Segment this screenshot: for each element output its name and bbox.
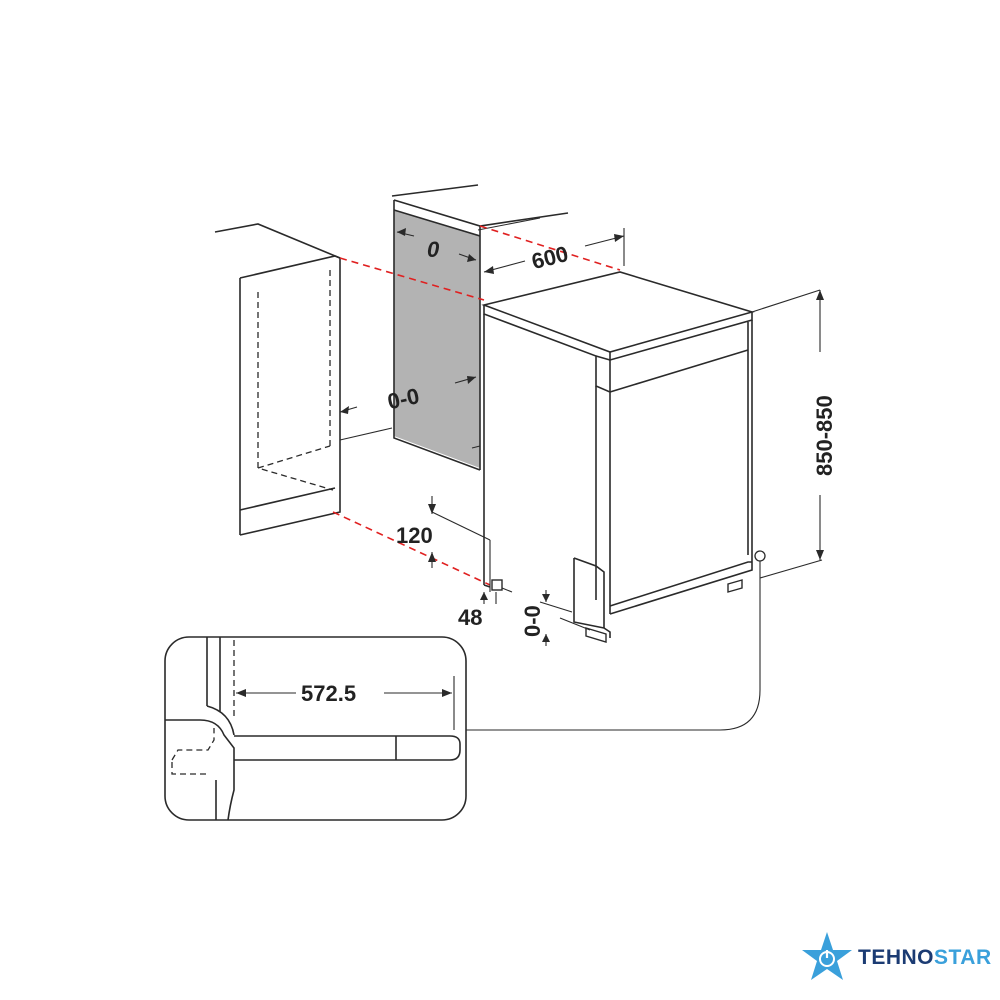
- depth-label: 572.5: [301, 681, 356, 706]
- dishwasher: [481, 271, 821, 643]
- width-dimension: [483, 228, 625, 274]
- foot-gap-dimension: [480, 592, 497, 604]
- plinth-label: 120: [396, 523, 433, 548]
- foot-adjust-dimension: [539, 590, 573, 646]
- star-power-icon: [802, 932, 852, 980]
- logo-text: TEHNOSTAR: [858, 946, 992, 970]
- foot-adjust-label: 0-0: [520, 605, 545, 637]
- detail-leader: [466, 550, 766, 731]
- height-dimension: [759, 290, 824, 579]
- height-label: 850-850: [812, 395, 837, 476]
- foot-gap-label: 48: [458, 605, 482, 630]
- side-gap-panel: [391, 184, 569, 471]
- alignment-guides: [332, 225, 621, 586]
- tehnostar-logo: TEHNOSTAR: [800, 928, 992, 988]
- top-gap-label: 0: [427, 237, 440, 262]
- logo-text-light: STAR: [934, 946, 992, 969]
- width-label: 600: [529, 241, 571, 274]
- left-cabinet: [214, 223, 393, 536]
- detail-inset: [164, 636, 467, 821]
- plinth-dimension: [428, 496, 491, 592]
- logo-text-dark: TEHNO: [858, 946, 934, 969]
